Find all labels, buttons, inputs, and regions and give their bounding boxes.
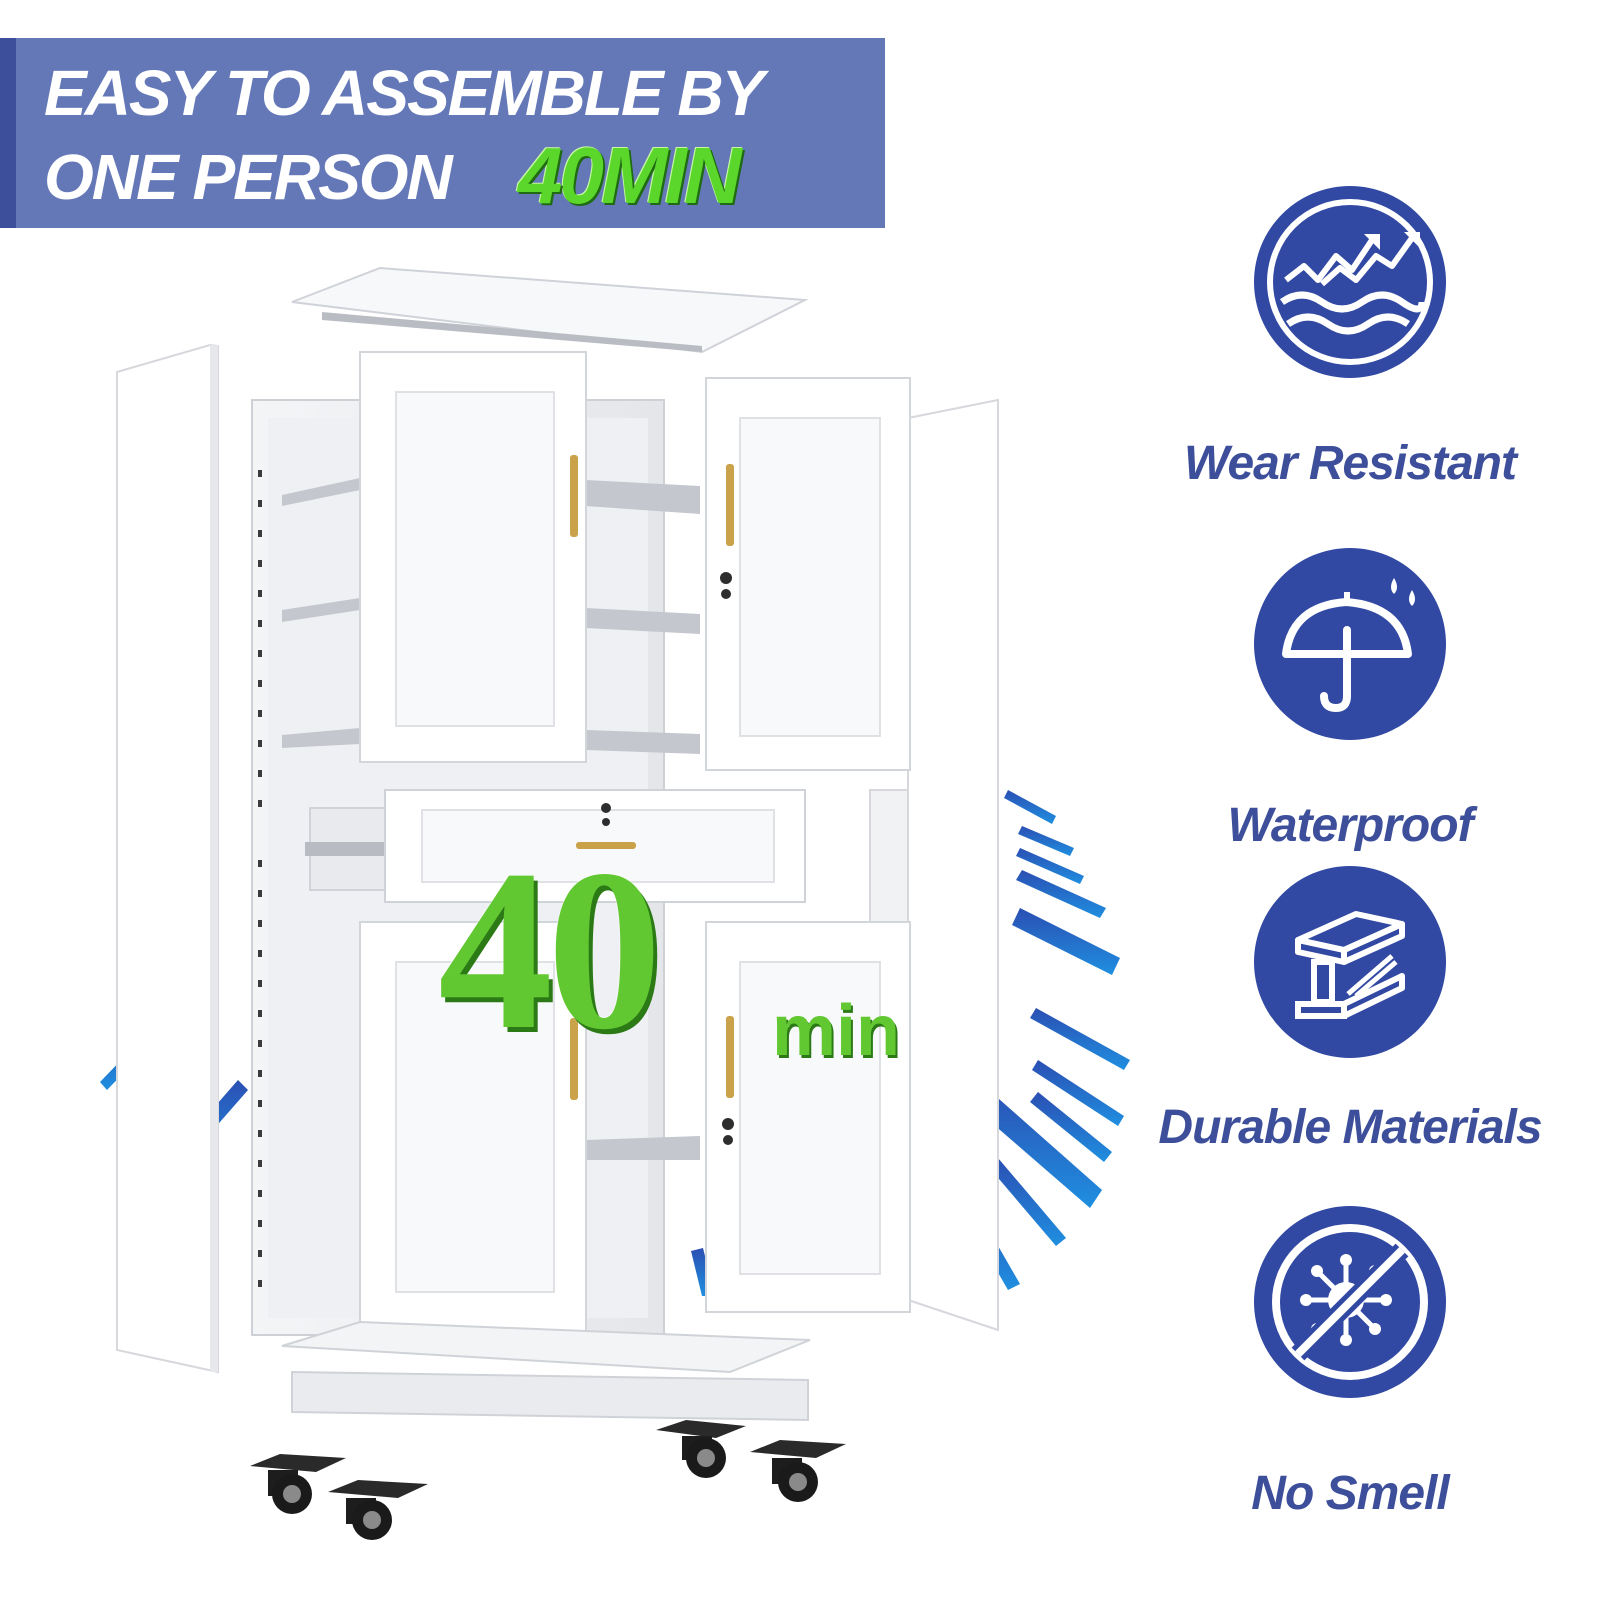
upper-left-door	[359, 351, 587, 763]
feature-waterproof: Waterproof	[1130, 546, 1570, 853]
feature-label: No Smell	[1251, 1467, 1449, 1520]
lower-left-door	[359, 921, 587, 1333]
wear-resistant-icon	[1254, 186, 1446, 378]
cabinet-left-side-panel	[116, 343, 219, 1374]
feature-durable-materials: Durable Materials	[1130, 864, 1570, 1155]
feature-label: Durable Materials	[1158, 1101, 1542, 1154]
assembly-time-unit: min	[772, 991, 901, 1071]
no-germ-icon	[1254, 1206, 1446, 1398]
caster-wheel	[750, 1440, 846, 1502]
umbrella-icon	[1254, 548, 1446, 740]
cabinet-base	[281, 1320, 811, 1422]
lower-right-door	[705, 921, 911, 1313]
banner-assembly-time: 40MIN	[518, 131, 742, 220]
assembly-time-number: 40	[438, 822, 662, 1077]
caster-wheel	[250, 1454, 346, 1514]
cabinet-shelves	[282, 478, 700, 1160]
banner-accent-bar	[0, 38, 16, 228]
banner-headline-line-1: EASY TO ASSEMBLE BY	[44, 57, 764, 129]
cabinet-drawer	[305, 789, 806, 903]
steel-beam-icon	[1254, 866, 1446, 1058]
caster-wheels	[250, 1420, 846, 1540]
caster-wheel	[328, 1480, 428, 1540]
feature-label: Wear Resistant	[1184, 437, 1517, 490]
cabinet-top-panel	[291, 266, 809, 354]
banner-headline-line-2: ONE PERSON	[44, 141, 453, 213]
feature-label: Waterproof	[1227, 799, 1473, 852]
caster-wheel	[656, 1420, 746, 1478]
feature-wear-resistant: Wear Resistant	[1130, 184, 1570, 491]
upper-right-door	[705, 377, 911, 771]
feature-no-smell: No Smell	[1130, 1204, 1570, 1521]
headline-banner: EASY TO ASSEMBLE BY ONE PERSON 40MIN	[0, 38, 885, 228]
